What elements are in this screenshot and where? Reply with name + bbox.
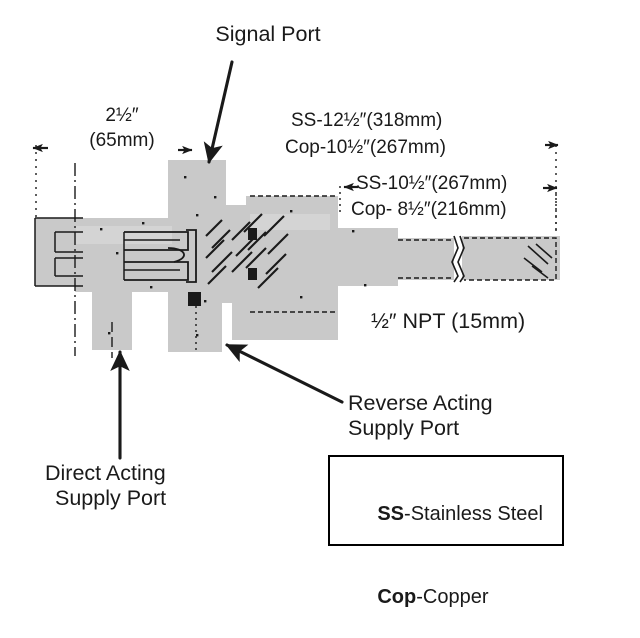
legend-abbr-ss: SS xyxy=(377,503,405,525)
overall-length-ss-label: SS-12½″(318mm) xyxy=(291,110,443,131)
signal-port-label: Signal Port xyxy=(215,22,321,46)
diagram-canvas xyxy=(32,60,560,460)
height-dimension-label-line2: (65mm) xyxy=(89,130,155,151)
legend-sep-ss: - xyxy=(404,503,411,525)
direct-acting-supply-port-label-line1: Direct Acting xyxy=(45,461,166,485)
npt-dimension-label: ½″ NPT (15mm) xyxy=(371,309,526,333)
reverse-acting-supply-port-leader xyxy=(225,343,344,404)
legend-name-ss: Stainless Steel xyxy=(410,503,543,525)
valve-cross-section-diagram: Signal Port 2½″ (65mm) SS-12½″(318mm) Co… xyxy=(32,22,564,608)
legend-item-cop: Cop-Copper xyxy=(344,557,562,638)
partial-length-ss-label: SS-10½″(267mm) xyxy=(356,173,508,194)
callout-leader-arrows xyxy=(110,60,344,460)
height-dimension-label-line1: 2½″ xyxy=(105,105,139,126)
reverse-acting-supply-port-label-line1: Reverse Acting xyxy=(348,391,493,415)
signal-port-leader xyxy=(203,60,234,164)
partial-length-cop-label: Cop- 8½″(216mm) xyxy=(351,199,507,220)
valve-internal-detail xyxy=(34,176,557,337)
direct-acting-supply-port-label-line2: Supply Port xyxy=(55,486,167,510)
legend-item-ss: SS-Stainless Steel xyxy=(344,474,562,555)
overall-length-cop-label: Cop-10½″(267mm) xyxy=(285,137,446,158)
legend-sep-cop: - xyxy=(416,586,423,608)
dimension-arrow-ticks xyxy=(32,140,559,193)
legend-name-cop: Copper xyxy=(422,586,489,608)
material-legend-box: SS-Stainless Steel Cop-Copper xyxy=(328,455,564,608)
legend-abbr-cop: Cop xyxy=(377,586,417,608)
reverse-acting-supply-port-label-line2: Supply Port xyxy=(348,416,460,440)
